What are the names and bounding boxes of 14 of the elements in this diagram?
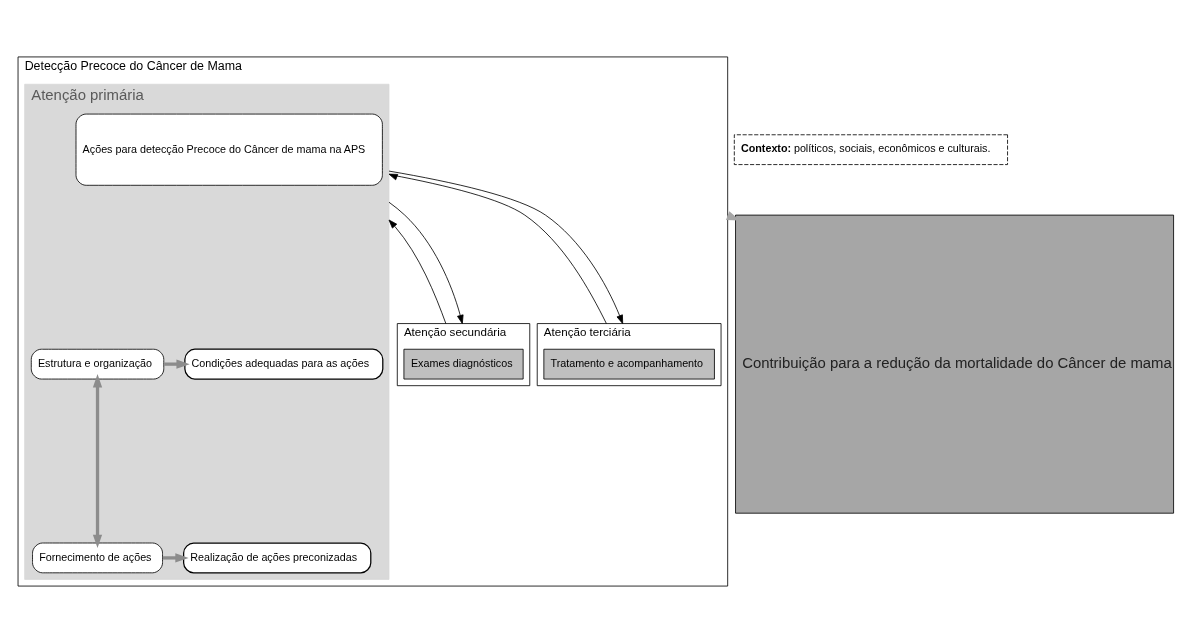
node-box: Tratamento e acompanhamento — [543, 348, 715, 379]
node-box: Realização de ações preconizadas — [183, 541, 372, 573]
node-box: Ações para detecção Precoce do Câncer de mama na APS — [75, 113, 383, 186]
node-box: Condições adequadas para as ações — [184, 348, 384, 380]
node-box: Contexto: políticos, sociais, econômicos e culturais. — [733, 133, 1008, 165]
node-box: Estrutura e organização — [30, 348, 165, 379]
arrow — [388, 201, 464, 324]
arrow — [164, 359, 190, 369]
node-box: Fornecimento de ações — [32, 542, 163, 573]
node-box: Contribuição para a redução da mortalidade do Câncer de mama — [735, 214, 1174, 514]
arrow — [92, 373, 103, 548]
arrow — [388, 219, 447, 324]
arrow — [162, 552, 189, 563]
node-box: Exames diagnósticos — [403, 348, 524, 379]
